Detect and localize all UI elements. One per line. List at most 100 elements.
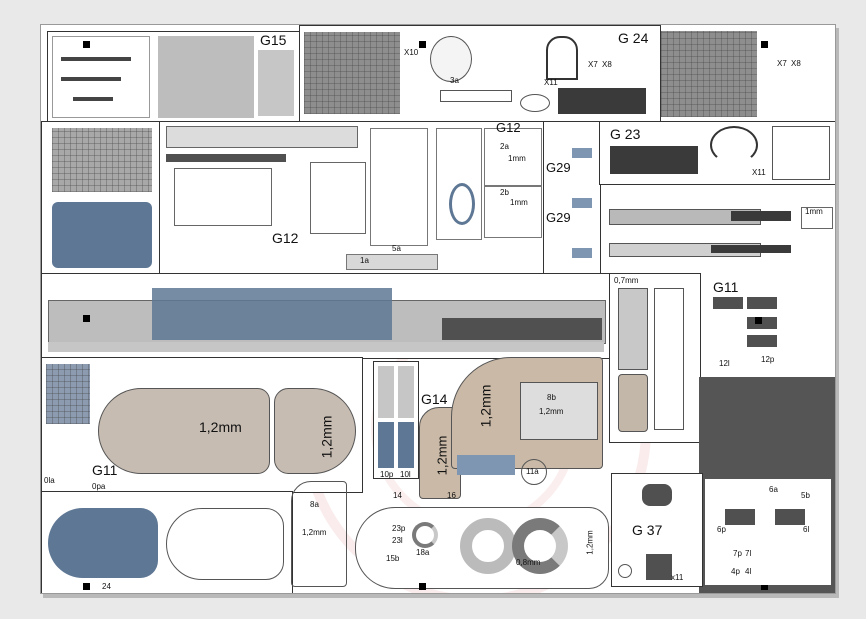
part-strip bbox=[166, 154, 286, 162]
part-waterline bbox=[48, 342, 604, 352]
registration-mark bbox=[755, 317, 762, 324]
label-g24: G 24 bbox=[618, 30, 649, 46]
label-7p: 7p bbox=[733, 549, 742, 558]
label-2b: 2b bbox=[500, 188, 509, 197]
label-g11-right: G11 bbox=[713, 279, 739, 295]
part-deck-blue bbox=[48, 508, 158, 578]
label-14: 14 bbox=[393, 491, 402, 500]
label-g14: G14 bbox=[421, 391, 448, 407]
label-4l: 4l bbox=[745, 567, 752, 576]
label-8a: 8a bbox=[310, 500, 319, 509]
panel-g11-right: 0,7mm bbox=[609, 273, 701, 443]
label-10l: 10l bbox=[400, 470, 411, 479]
label-3a: 3a bbox=[450, 76, 459, 85]
part-deck-plate-right bbox=[661, 31, 757, 117]
label-x11-bot: x11 bbox=[671, 573, 684, 582]
part-11a: 11a bbox=[521, 459, 547, 485]
label-x11-top: X11 bbox=[544, 78, 558, 87]
parts-sheet: G15 X10 3a X11 X7 X8 G 24 X7 X8 G12 5a bbox=[40, 24, 836, 594]
part-hull-blue bbox=[152, 288, 392, 340]
label-12mm-6: 1,2mm bbox=[434, 435, 450, 476]
label-0la: 0la bbox=[44, 476, 55, 485]
label-0pa: 0pa bbox=[92, 482, 106, 491]
part-hull-small bbox=[46, 364, 90, 424]
panel-g29: G29 G29 bbox=[543, 121, 601, 275]
panel-g37: G 37 bbox=[611, 473, 703, 587]
label-6l: 6l bbox=[803, 525, 810, 534]
part-brackets bbox=[713, 297, 779, 347]
label-18a: 18a bbox=[416, 548, 430, 557]
label-11a: 11a bbox=[526, 467, 539, 476]
registration-mark bbox=[83, 315, 90, 322]
label-12mm-4: 1,2mm bbox=[477, 384, 494, 428]
registration-mark bbox=[761, 41, 768, 48]
label-x7: X7 bbox=[588, 60, 598, 69]
part-dark-plate-g23 bbox=[610, 146, 698, 174]
part-grate bbox=[520, 94, 550, 112]
label-g15: G15 bbox=[260, 32, 287, 48]
label-23p: 23p bbox=[392, 524, 406, 533]
label-x8: X8 bbox=[602, 60, 612, 69]
label-1a: 1a bbox=[360, 256, 369, 265]
part-frame bbox=[52, 36, 150, 118]
label-1mm-bar: 1mm bbox=[805, 207, 823, 216]
label-12mm-8b: 1,2mm bbox=[539, 407, 564, 416]
label-g12-top: G12 bbox=[496, 120, 521, 135]
part-1a bbox=[346, 254, 438, 270]
label-15b: 15b bbox=[386, 554, 400, 563]
part-8a: 8a 1,2mm bbox=[291, 481, 347, 587]
part-box bbox=[174, 168, 272, 226]
panel-hull-strip bbox=[41, 273, 611, 359]
part-curve bbox=[710, 126, 758, 164]
part-box-7 bbox=[310, 162, 366, 234]
part-deck-outline bbox=[166, 508, 284, 580]
label-x11-mid: X11 bbox=[752, 168, 766, 177]
part-ring-3a bbox=[460, 518, 516, 574]
part-panel-2b bbox=[484, 186, 542, 238]
label-16: 16 bbox=[447, 491, 456, 500]
panel-bottom-left: 24 bbox=[41, 491, 293, 593]
part-long-strip bbox=[166, 126, 358, 148]
part-oval-box bbox=[772, 126, 830, 180]
part-arch bbox=[546, 36, 578, 80]
label-23l: 23l bbox=[392, 536, 403, 545]
label-07mm: 0,7mm bbox=[614, 276, 639, 285]
label-12mm-bot-right: 1,2mm bbox=[585, 530, 595, 555]
part-hull-dark bbox=[442, 318, 602, 340]
label-x8b: X8 bbox=[791, 59, 801, 68]
label-12mm-hull2: 1,2mm bbox=[318, 415, 335, 459]
panel-g12: G12 5a G12 2a 1mm 2b 1mm 1a bbox=[159, 120, 545, 275]
label-12mm-8a: 1,2mm bbox=[302, 528, 327, 537]
panel-10: 10p 10l bbox=[373, 361, 419, 479]
registration-mark bbox=[83, 41, 90, 48]
panel-hulls: 1,2mm 1,2mm G11 0la 0pa bbox=[41, 357, 363, 493]
part-grid-small bbox=[258, 50, 294, 116]
label-7l: 7l bbox=[745, 549, 752, 558]
label-x7b: X7 bbox=[777, 59, 787, 68]
panel-g23: G 23 X11 bbox=[599, 121, 835, 185]
label-8b: 8b bbox=[547, 393, 556, 402]
part-panel-5a bbox=[370, 128, 428, 246]
part-upper-deck bbox=[52, 128, 152, 192]
label-12l: 12l bbox=[719, 359, 730, 368]
part-panel-3a bbox=[436, 128, 482, 240]
part-rail bbox=[440, 90, 512, 102]
label-08mm: 0,8mm bbox=[516, 558, 541, 567]
label-g29-b: G29 bbox=[546, 210, 571, 225]
label-g11-left: G11 bbox=[92, 462, 118, 478]
label-6p: 6p bbox=[717, 525, 726, 534]
label-5b: 5b bbox=[801, 491, 810, 500]
part-hull-piece-2: 1,2mm bbox=[98, 388, 270, 474]
panel-g24: X10 3a X11 X7 X8 G 24 bbox=[299, 25, 661, 123]
part-blue-bar bbox=[457, 455, 515, 475]
label-12mm-hull: 1,2mm bbox=[199, 419, 242, 435]
panel-deck-left bbox=[41, 121, 161, 275]
label-g37: G 37 bbox=[632, 522, 663, 538]
label-1mm-a: 1mm bbox=[508, 154, 526, 163]
label-5a: 5a bbox=[392, 244, 401, 253]
part-ring-small bbox=[412, 522, 438, 548]
registration-mark bbox=[419, 583, 426, 590]
label-6a: 6a bbox=[769, 485, 778, 494]
registration-mark bbox=[83, 583, 90, 590]
part-lower-deck bbox=[52, 202, 152, 268]
